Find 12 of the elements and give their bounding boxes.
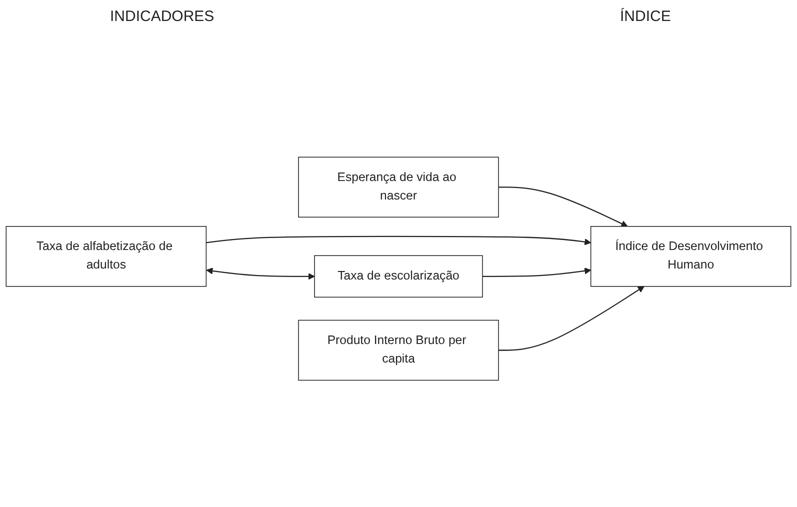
node-box: Produto Interno Bruto per capita (298, 320, 499, 381)
arrow (206, 236, 592, 246)
node-box: Índice de Desenvolvimento Humano (590, 226, 792, 288)
arrow (498, 186, 628, 228)
arrow (498, 286, 644, 352)
arrow (206, 268, 315, 280)
column-heading: ÍNDICE (620, 8, 671, 25)
arrow (482, 268, 592, 278)
node-box: Esperança de vida ao nascer (298, 157, 499, 218)
column-heading: INDICADORES (110, 8, 214, 25)
node-box: Taxa de escolarização (314, 256, 483, 298)
node-box: Taxa de alfabetização de adultos (6, 226, 207, 288)
